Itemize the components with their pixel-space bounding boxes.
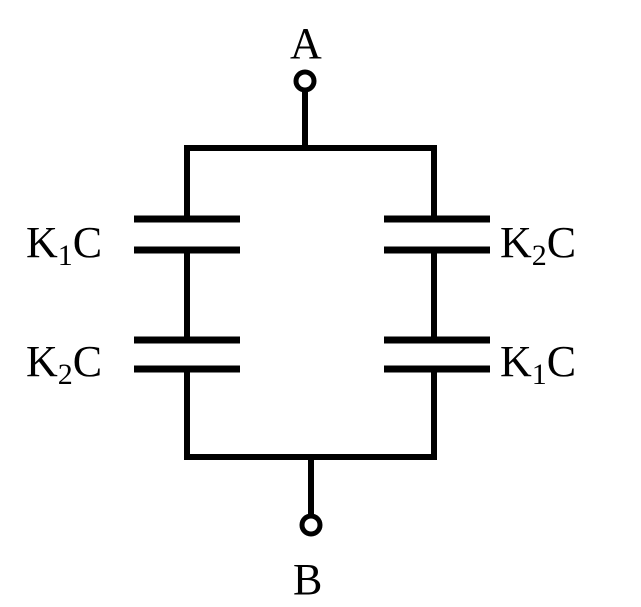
terminal-a-label: A: [290, 19, 322, 68]
capacitor-right-lower-subscript: 1: [532, 358, 547, 391]
capacitor-right-upper-subscript: 2: [532, 239, 547, 272]
capacitor-left-upper-symbol: C: [73, 218, 102, 267]
terminal-a-node[interactable]: [293, 69, 317, 93]
capacitor-left-upper-letter: K: [26, 218, 58, 267]
capacitor-left-lower-label: K2C: [26, 337, 102, 391]
capacitor-left-lower[interactable]: [134, 336, 240, 373]
capacitor-right-upper[interactable]: [384, 215, 490, 254]
capacitor-right-lower-label: K1C: [500, 337, 576, 391]
terminal-b-node[interactable]: [299, 513, 323, 537]
capacitor-right-lower-letter: K: [500, 337, 532, 386]
capacitor-left-upper[interactable]: [134, 215, 240, 254]
capacitor-right-upper-letter: K: [500, 218, 532, 267]
capacitor-right-upper-label: K2C: [500, 218, 576, 272]
capacitor-left-lower-symbol: C: [73, 337, 102, 386]
capacitor-right-upper-symbol: C: [547, 218, 576, 267]
capacitor-left-upper-subscript: 1: [58, 239, 73, 272]
terminal-b-label: B: [293, 555, 322, 604]
capacitor-left-lower-subscript: 2: [58, 358, 73, 391]
capacitor-left-upper-label: K1C: [26, 218, 102, 272]
capacitor-right-lower[interactable]: [384, 336, 490, 373]
capacitor-left-lower-letter: K: [26, 337, 58, 386]
capacitor-right-lower-symbol: C: [547, 337, 576, 386]
